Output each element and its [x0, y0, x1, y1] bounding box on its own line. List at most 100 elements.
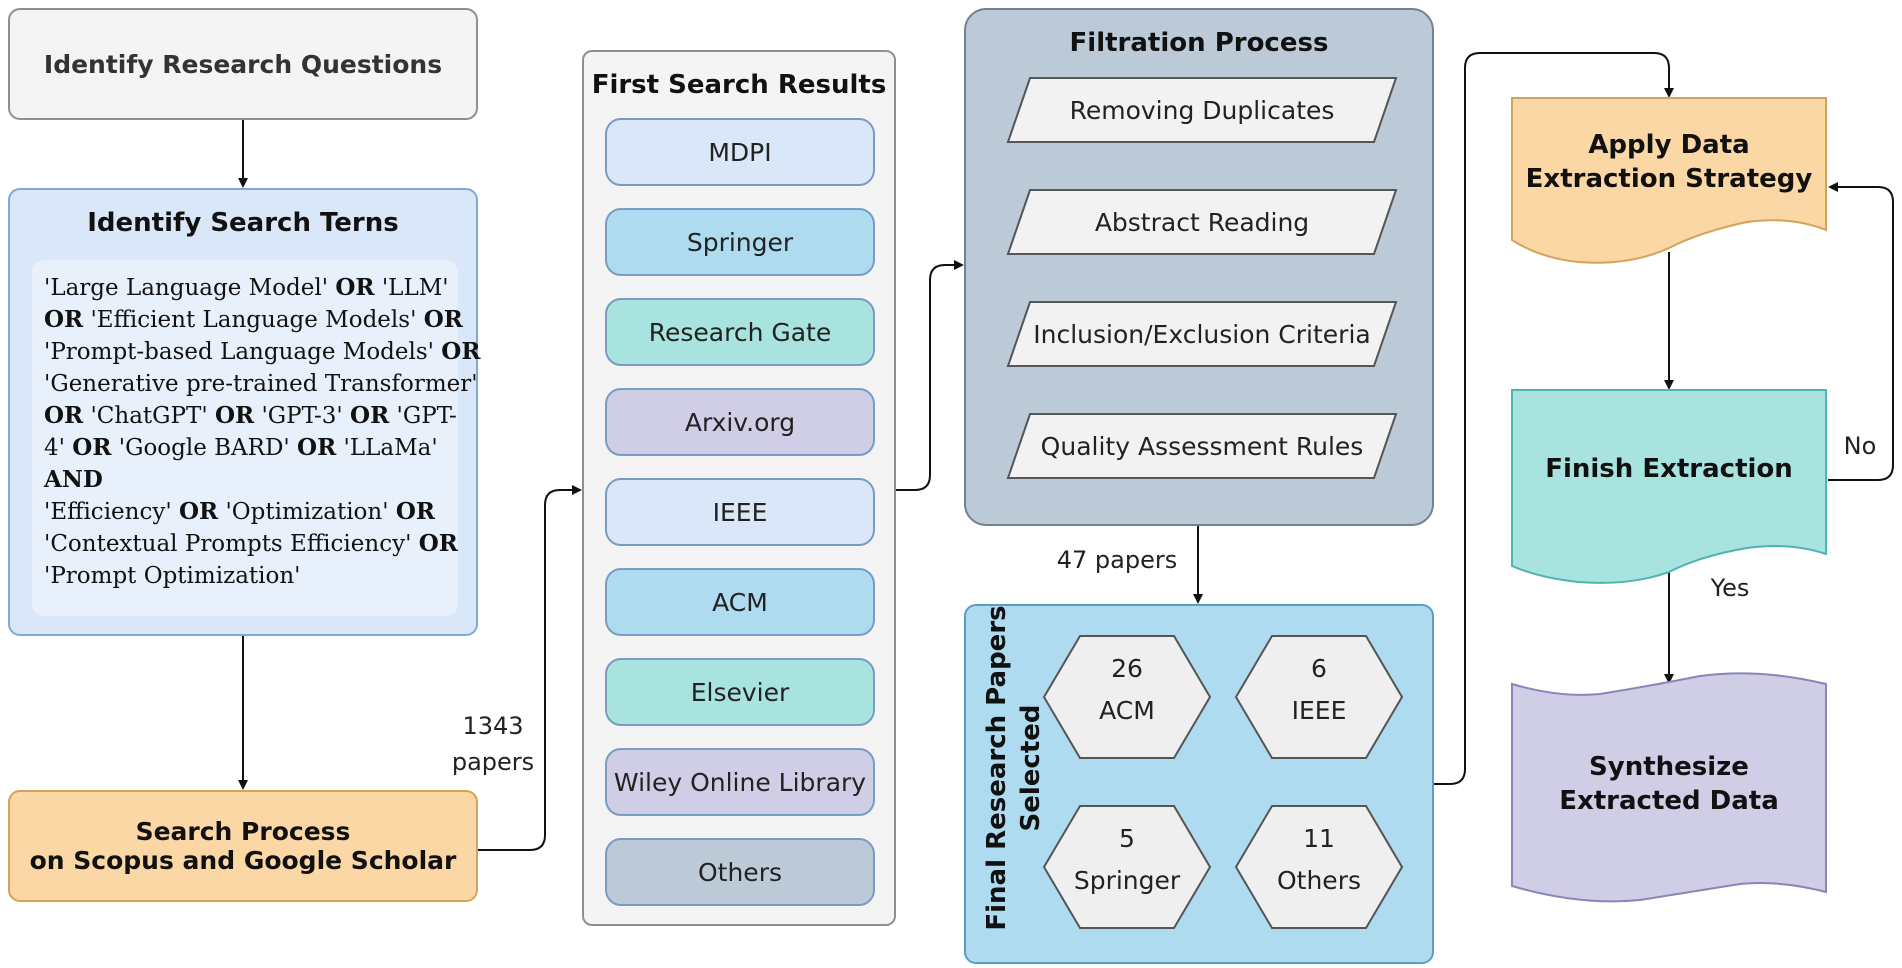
- search-term-text: 'Optimization': [218, 499, 396, 525]
- search-terms-line: OR 'Efficient Language Models' OR: [44, 304, 463, 336]
- final-count-source: ACM: [1099, 696, 1155, 725]
- search-terms-line: 'Prompt-based Language Models' OR: [44, 336, 480, 368]
- search-term-text: 'ChatGPT': [83, 403, 215, 429]
- source-research-gate: Research Gate: [605, 298, 875, 366]
- apply-strategy-line2: Extraction Strategy: [1525, 164, 1813, 194]
- no-label: No: [1843, 432, 1877, 460]
- boolean-operator: OR: [395, 498, 435, 525]
- filtration-process-title: Filtration Process: [1069, 28, 1329, 58]
- first-search-results-title: First Search Results: [591, 70, 887, 100]
- search-term-text: 'GPT-3': [254, 403, 351, 429]
- filtration-step: Removing Duplicates: [1006, 76, 1398, 144]
- filtration-step-label: Abstract Reading: [1094, 207, 1310, 237]
- search-process-line2: on Scopus and Google Scholar: [29, 846, 457, 875]
- final-count-source: IEEE: [1291, 696, 1347, 725]
- arrow-final-to-apply: [1434, 52, 1674, 785]
- boolean-operator: OR: [418, 530, 458, 557]
- final-count-source: Others: [1276, 866, 1361, 895]
- identify-research-questions-label: Identify Research Questions: [43, 49, 443, 79]
- boolean-operator: OR: [297, 434, 337, 461]
- source-mdpi: MDPI: [605, 118, 875, 186]
- apply-strategy-line1: Apply Data: [1588, 130, 1750, 160]
- boolean-operator: OR: [178, 498, 219, 525]
- search-terms-line: OR 'ChatGPT' OR 'GPT-3' OR 'GPT-: [44, 400, 457, 432]
- search-terms-line: 'Prompt Optimization': [44, 560, 446, 592]
- boolean-operator: OR: [350, 402, 390, 429]
- boolean-operator: OR: [72, 434, 112, 461]
- search-term-text: 'Prompt Optimization': [44, 563, 301, 589]
- filtration-step-label: Removing Duplicates: [1069, 95, 1335, 125]
- search-terms-line: 'Large Language Model' OR 'LLM': [44, 272, 449, 304]
- apply-strategy-label: Apply Data Extraction Strategy: [1512, 128, 1826, 196]
- search-terms-title: Identify Search Terns: [87, 208, 399, 238]
- filtration-step: Abstract Reading: [1006, 188, 1398, 256]
- yes-label: Yes: [1710, 574, 1750, 602]
- search-term-text: 'Generative pre-trained Transformer': [44, 371, 478, 397]
- final-count-value: 5: [1119, 824, 1135, 853]
- finish-extraction-shape: [1511, 389, 1827, 584]
- search-terms-line: 'Efficiency' OR 'Optimization' OR: [44, 496, 446, 528]
- arrow-finish-no-loop: [1828, 182, 1894, 481]
- final-count-value: 26: [1111, 654, 1143, 683]
- source-others: Others: [605, 838, 875, 906]
- apply-strategy-shape: [1511, 97, 1827, 264]
- boolean-operator: OR: [44, 402, 84, 429]
- search-term-text: 'Efficiency': [44, 499, 179, 525]
- search-term-text: 'Large Language Model': [44, 275, 336, 301]
- final-count-source: Springer: [1073, 866, 1181, 895]
- search-term-text: 'GPT-: [389, 403, 457, 429]
- boolean-operator: OR: [44, 306, 84, 333]
- arrow-results-to-filtration: [896, 260, 964, 491]
- search-terms-line: 4' OR 'Google BARD' OR 'LLaMa': [44, 432, 446, 464]
- final-count-value: 11: [1303, 824, 1335, 853]
- source-springer: Springer: [605, 208, 875, 276]
- boolean-operator: OR: [214, 402, 255, 429]
- search-terms-line: 'Generative pre-trained Transformer': [44, 368, 478, 400]
- search-process-line1: Search Process: [135, 817, 351, 846]
- search-term-text: 'Prompt-based Language Models': [44, 339, 442, 365]
- source-ieee: IEEE: [605, 478, 875, 546]
- search-process-box: Search Process on Scopus and Google Scho…: [8, 790, 478, 902]
- arrow-process-to-results: [478, 485, 582, 851]
- papers-1343-label: 1343 papers: [438, 708, 548, 780]
- boolean-operator: OR: [423, 306, 463, 333]
- filtration-step-label: Quality Assessment Rules: [1040, 431, 1364, 461]
- source-arxiv-org: Arxiv.org: [605, 388, 875, 456]
- synthesize-data-shape: [1511, 672, 1827, 903]
- search-term-text: 'Efficient Language Models': [83, 307, 424, 333]
- search-term-text: 'LLaMa': [336, 435, 438, 461]
- identify-research-questions-box: Identify Research Questions: [8, 8, 478, 120]
- boolean-operator: OR: [335, 274, 375, 301]
- finish-extraction-label: Finish Extraction: [1545, 454, 1793, 484]
- filtration-step: Quality Assessment Rules: [1006, 412, 1398, 480]
- papers-1343-count: 1343: [462, 712, 524, 740]
- synthesize-line2: Extracted Data: [1559, 786, 1779, 816]
- search-term-text: 4': [44, 435, 73, 461]
- synthesize-line1: Synthesize: [1589, 752, 1749, 782]
- source-acm: ACM: [605, 568, 875, 636]
- search-term-text: 'Contextual Prompts Efficiency': [44, 531, 419, 557]
- source-elsevier: Elsevier: [605, 658, 875, 726]
- search-terms-line: 'Contextual Prompts Efficiency' OR: [44, 528, 458, 560]
- final-count-value: 6: [1311, 654, 1327, 683]
- search-term-text: 'LLM': [374, 275, 449, 301]
- search-terms-line: AND: [44, 464, 446, 496]
- filtration-step: Inclusion/Exclusion Criteria: [1006, 300, 1398, 368]
- boolean-operator: AND: [44, 466, 103, 493]
- search-term-text: 'Google BARD': [111, 435, 298, 461]
- papers-47-label: 47 papers: [1056, 546, 1178, 574]
- papers-1343-unit: papers: [451, 748, 535, 776]
- identify-search-terms-box: Identify Search Terns 'Large Language Mo…: [8, 188, 480, 636]
- source-wiley-online-library: Wiley Online Library: [605, 748, 875, 816]
- search-terms-query: 'Large Language Model' OR 'LLM'OR 'Effic…: [32, 260, 480, 616]
- boolean-operator: OR: [441, 338, 481, 365]
- filtration-step-label: Inclusion/Exclusion Criteria: [1033, 319, 1371, 349]
